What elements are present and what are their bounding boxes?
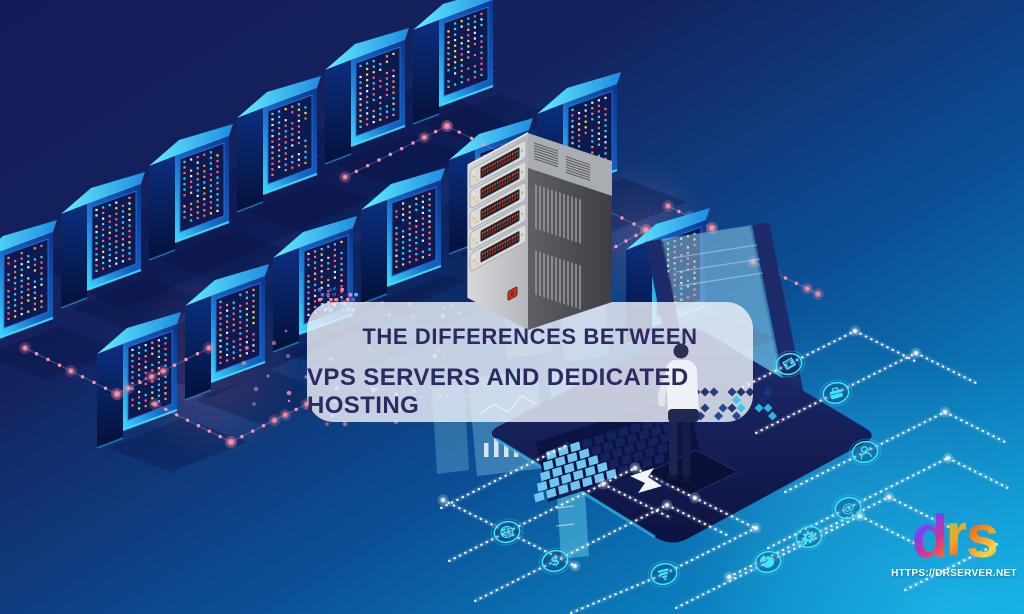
briefcase-icon — [819, 379, 853, 407]
server-tower — [236, 76, 387, 236]
trackpad — [644, 449, 740, 497]
funnel-icon — [647, 560, 681, 588]
dollar-icon: $ — [538, 547, 572, 575]
trackpad-arrow — [630, 468, 662, 493]
pie-chart-icon — [751, 548, 785, 576]
dedicated-server — [467, 132, 612, 330]
server-tower — [148, 124, 299, 284]
person-figure — [630, 343, 699, 493]
svg-text:$: $ — [550, 553, 562, 569]
server-tower — [324, 28, 475, 188]
server-tower — [60, 172, 211, 332]
server-tower — [184, 264, 335, 424]
laptop-icon — [772, 350, 806, 378]
server-tower — [0, 220, 123, 380]
user-icon — [848, 438, 882, 466]
gear-icon — [792, 523, 826, 551]
svg-text:@: @ — [840, 500, 856, 516]
at-sign-icon: @ — [831, 494, 865, 522]
globe-icon — [490, 518, 524, 546]
server-tower — [412, 0, 563, 148]
title-banner-panel — [307, 302, 753, 422]
